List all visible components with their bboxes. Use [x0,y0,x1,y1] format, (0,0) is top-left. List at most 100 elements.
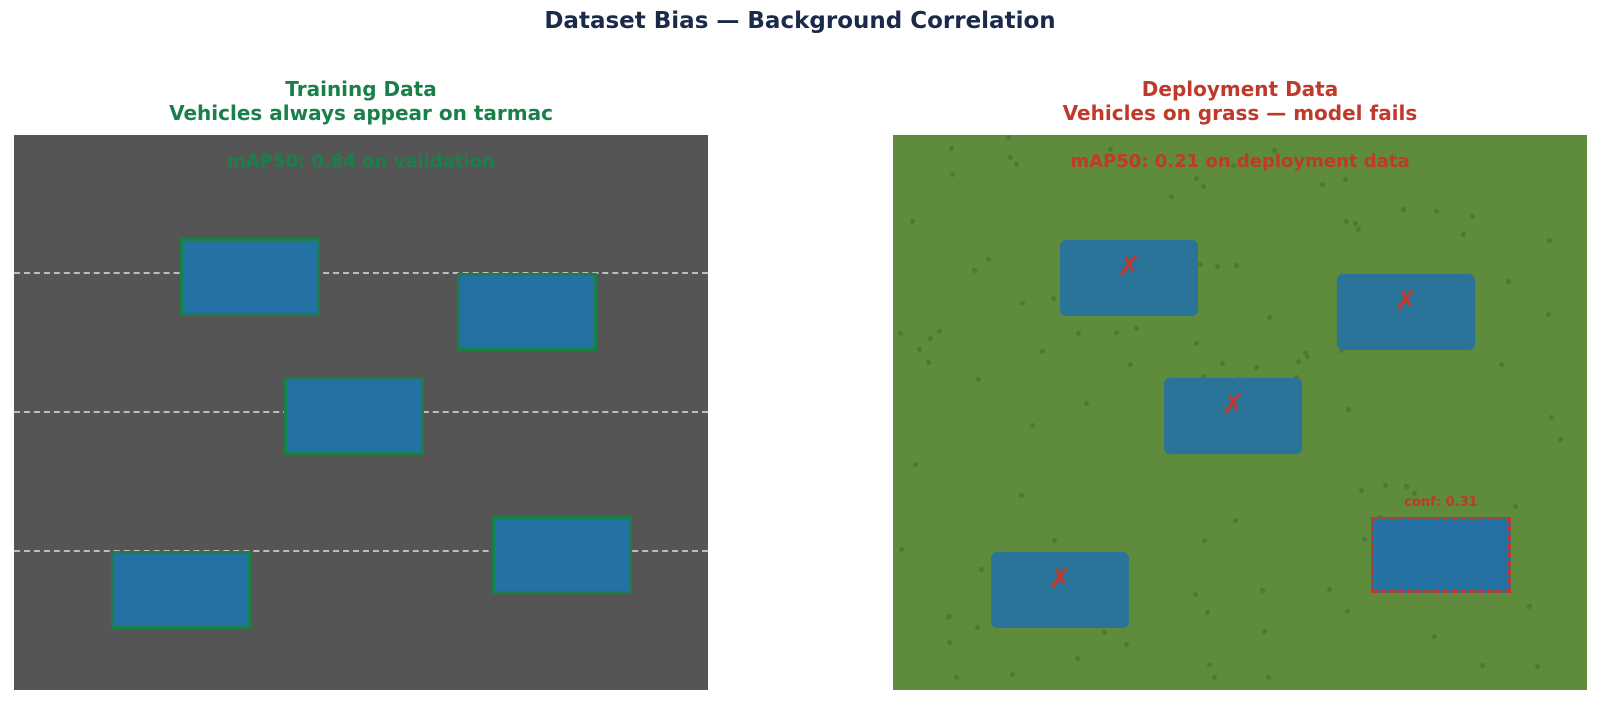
grass-dot [1546,312,1552,318]
grass-dot [1546,238,1552,244]
grass-dot [1558,437,1564,443]
grass-dot [1526,603,1532,609]
grass-dot [1114,329,1120,335]
deployment-vehicle: ✗ [1337,274,1475,350]
grass-dot [1133,325,1139,331]
grass-dot [1362,536,1368,542]
grass-dot [1512,504,1518,510]
training-vehicle [111,551,251,629]
grass-dot [1013,162,1019,168]
miss-mark: ✗ [1048,562,1072,595]
grass-dot [1128,362,1134,368]
grass-dot [1008,155,1014,161]
grass-dot [954,674,960,680]
miss-mark: ✗ [1221,388,1245,421]
grass-dot [1076,330,1082,336]
grass-dot [1020,300,1026,306]
grass-dot [1327,587,1333,593]
training-metric: mAP50: 0.84 on validation [227,151,495,172]
grass-dot [1194,176,1200,182]
grass-dot [1206,662,1212,668]
miss-mark: ✗ [1117,250,1141,283]
grass-dot [1234,263,1239,269]
training-vehicle [457,273,597,351]
grass-dot [1193,340,1199,346]
grass-dot [1339,348,1345,354]
deployment-title: Deployment Data [1141,77,1339,101]
grass-dot [975,377,981,383]
deployment-subtitle: Vehicles on grass — model fails [1062,101,1418,125]
training-vehicle [180,238,320,316]
training-vehicle [492,516,632,594]
grass-dot [1344,608,1350,614]
grass-dot [1193,591,1199,597]
figure-title: Dataset Bias — Background Correlation [544,8,1056,34]
grass-dot [1212,674,1218,680]
deployment-vehicle: ✗ [1060,240,1198,316]
grass-dot [948,146,954,152]
grass-dot [917,346,923,352]
miss-mark: ✗ [1394,284,1418,317]
grass-dot [1319,182,1325,188]
low-confidence-detection [1371,517,1511,593]
grass-dot [1052,538,1058,544]
grass-dot [1358,487,1364,493]
grass-dot [947,639,953,645]
grass-dot [1075,656,1081,662]
grass-dot [1205,610,1211,616]
grass-dot [978,567,984,573]
grass-dot [1356,226,1361,232]
grass-dot [1265,674,1271,680]
deployment-vehicle: ✗ [991,552,1129,628]
grass-dot [1460,232,1466,238]
grass-dot [949,172,955,178]
grass-dot [1343,218,1349,224]
grass-dot [1412,490,1418,496]
grass-dot [1201,374,1207,380]
grass-dot [1296,358,1302,364]
confidence-label: conf: 0.31 [1404,495,1478,510]
grass-dot [1383,483,1389,489]
training-panel-title: Training Data Vehicles always appear on … [14,77,708,125]
grass-dot [1431,633,1437,639]
lane-marking [14,550,708,552]
deployment-vehicle: ✗ [1164,378,1302,454]
grass-dot [928,336,934,342]
grass-dot [1469,214,1475,220]
grass-dot [1201,537,1207,543]
grass-dot [1498,361,1504,367]
grass-dot [1018,493,1024,499]
training-vehicle [284,377,424,455]
grass-dot [1262,628,1268,634]
grass-dot [913,462,919,468]
grass-dot [1168,194,1174,200]
grass-dot [1101,629,1107,635]
grass-dot [898,547,904,553]
grass-dot [936,328,942,334]
deployment-panel: ✗ ✗ ✗ ✗ conf: 0.31 mAP50: 0.21 on deploy… [893,135,1587,690]
deployment-panel-title: Deployment Data Vehicles on grass — mode… [893,77,1587,125]
grass-dot [1029,422,1035,428]
grass-dot [1050,296,1056,302]
grass-dot [1549,415,1555,421]
training-panel: mAP50: 0.84 on validation [14,135,708,690]
grass-dot [945,615,951,621]
grass-dot [1005,135,1011,141]
grass-dot [1009,672,1015,678]
grass-dot [1230,163,1236,169]
grass-dot [897,331,903,337]
grass-dot [1040,349,1046,355]
grass-dot [1124,642,1130,647]
grass-dot [1233,518,1239,524]
grass-dot [1302,350,1308,356]
grass-dot [1219,360,1225,366]
grass-dot [986,257,992,262]
grass-dot [1404,483,1410,489]
grass-dot [925,359,931,365]
grass-dot [1401,206,1407,212]
grass-dot [1201,184,1207,190]
deployment-metric: mAP50: 0.21 on deployment data [1070,151,1410,172]
grass-dot [1345,406,1351,412]
grass-dot [1272,148,1278,154]
grass-dot [971,267,977,273]
